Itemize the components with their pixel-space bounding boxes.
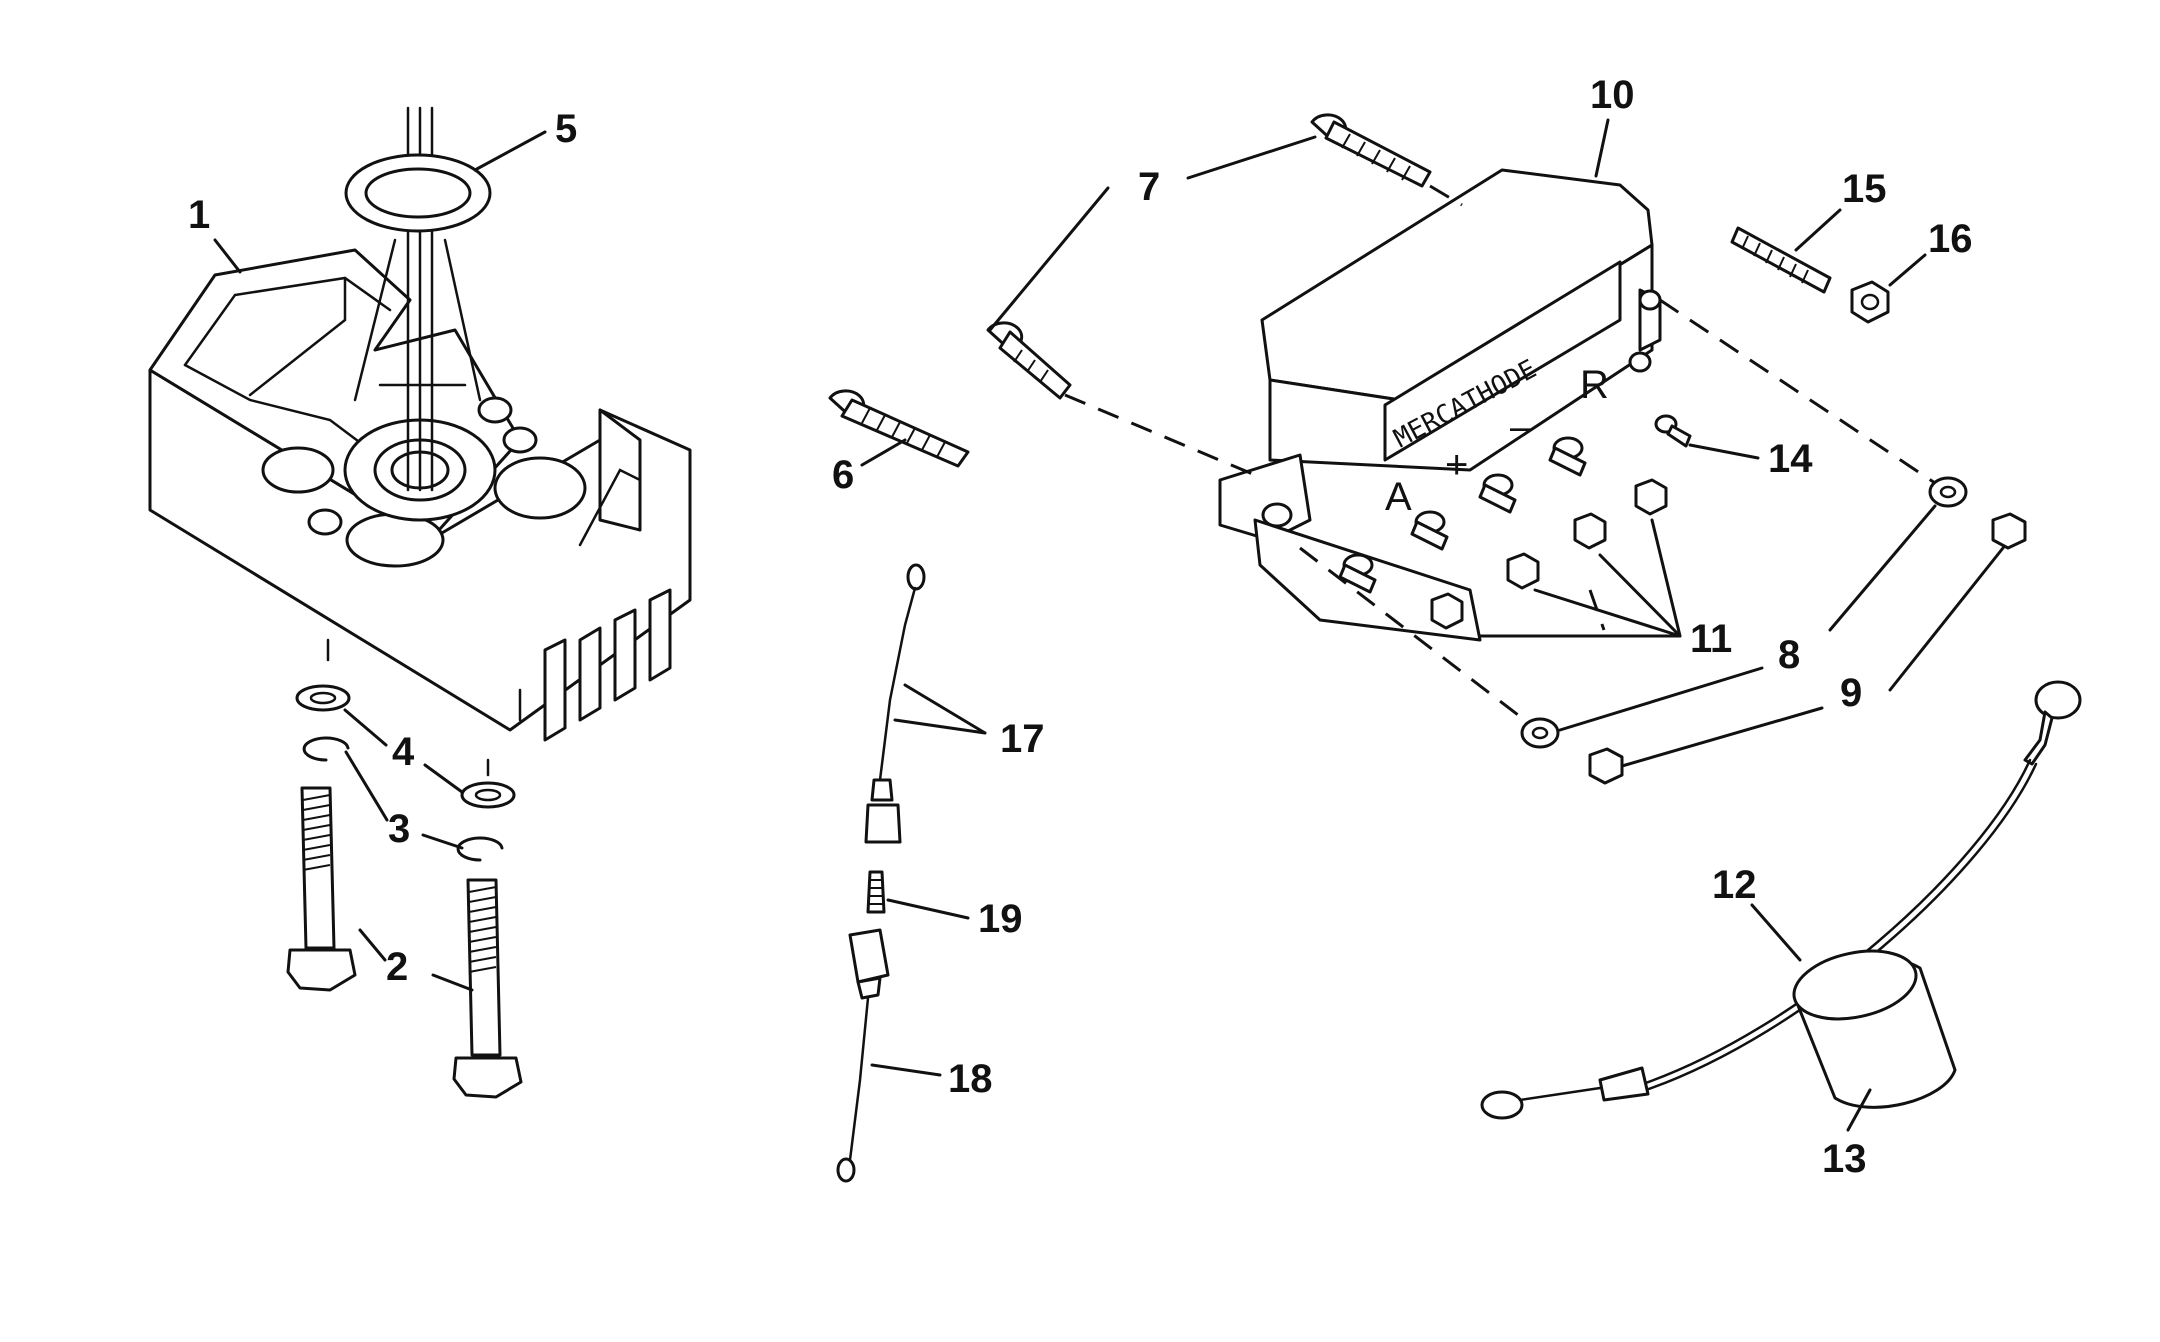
terminal-label-a: A bbox=[1385, 475, 1412, 519]
anode-lead-18 bbox=[836, 928, 890, 1183]
ground-strap bbox=[1480, 680, 2082, 1120]
terminal-label-r: R bbox=[1580, 363, 1609, 407]
terminal-nuts bbox=[1430, 478, 1668, 630]
cap-13 bbox=[1792, 949, 1957, 1109]
callout-7: 7 bbox=[1138, 165, 1160, 209]
terminal-label-minus: – bbox=[1510, 405, 1533, 449]
callout-labels: 1 2 3 4 5 6 7 8 9 10 11 12 13 14 15 16 1… bbox=[188, 73, 1973, 1181]
terminal-label-plus: + bbox=[1445, 443, 1468, 487]
callout-19: 19 bbox=[978, 897, 1023, 941]
washers-8 bbox=[1520, 476, 1968, 749]
stud-15 bbox=[1730, 226, 1832, 294]
callout-14: 14 bbox=[1768, 437, 1813, 481]
hex-bolts bbox=[286, 638, 523, 1099]
pin-19 bbox=[866, 870, 886, 914]
lock-washers bbox=[302, 736, 504, 862]
callout-6: 6 bbox=[832, 453, 854, 497]
callout-17: 17 bbox=[1000, 717, 1045, 761]
mercathode-controller: MERCATHODE A + – R bbox=[1218, 168, 1662, 642]
callout-18: 18 bbox=[948, 1057, 993, 1101]
callout-3: 3 bbox=[388, 807, 410, 851]
screw-14 bbox=[1654, 414, 1692, 448]
leader-lines bbox=[213, 118, 2005, 1132]
bolt-7-lower bbox=[986, 321, 1072, 400]
electrode-housing bbox=[148, 106, 692, 742]
callout-1: 1 bbox=[188, 193, 210, 237]
callout-8: 8 bbox=[1778, 633, 1800, 677]
callout-12: 12 bbox=[1712, 863, 1757, 907]
callout-11: 11 bbox=[1690, 617, 1732, 661]
bolt-7-upper bbox=[1310, 113, 1432, 188]
terminal-studs bbox=[1338, 436, 1587, 594]
callout-2: 2 bbox=[386, 945, 408, 989]
callout-5: 5 bbox=[555, 107, 577, 151]
callout-16: 16 bbox=[1928, 217, 1973, 261]
flat-washers bbox=[295, 684, 516, 809]
nut-16 bbox=[1850, 280, 1890, 324]
callout-10: 10 bbox=[1590, 73, 1635, 117]
gasket-ring bbox=[344, 153, 492, 233]
nuts-9 bbox=[1588, 512, 2027, 785]
callout-13: 13 bbox=[1822, 1137, 1867, 1181]
bolt-6 bbox=[828, 389, 970, 468]
callout-4: 4 bbox=[392, 730, 415, 774]
callout-9: 9 bbox=[1840, 671, 1862, 715]
callout-15: 15 bbox=[1842, 167, 1887, 211]
lead-wire-17 bbox=[864, 563, 926, 844]
